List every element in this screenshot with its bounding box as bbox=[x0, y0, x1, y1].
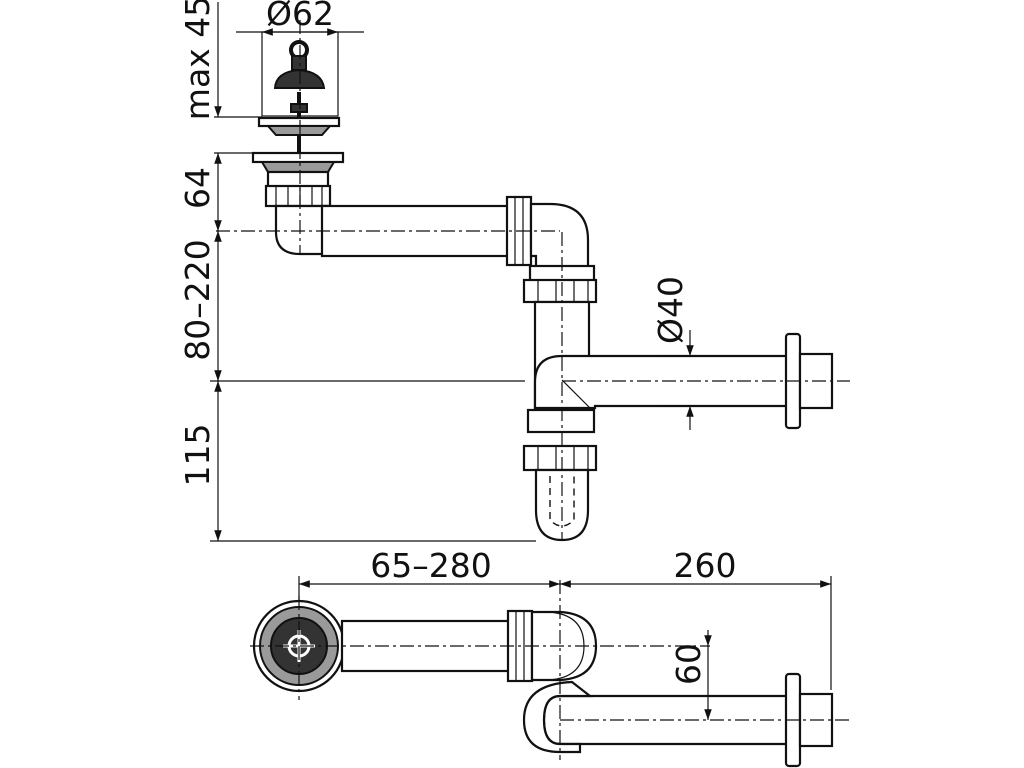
horizontal-pipe bbox=[320, 195, 590, 270]
side-view bbox=[210, 2, 850, 542]
dim-horizontal-reach: 65–280 bbox=[370, 546, 491, 585]
top-view bbox=[250, 576, 850, 768]
wall-pipe bbox=[533, 332, 834, 430]
dim-height-range: 80–220 bbox=[178, 239, 217, 360]
dim-wall-pipe-length: 260 bbox=[674, 546, 737, 585]
dim-outlet-height: 64 bbox=[178, 167, 217, 209]
strainer-plug bbox=[257, 31, 341, 160]
dim-strainer-diameter: Ø62 bbox=[266, 0, 334, 33]
dim-trap-height: 115 bbox=[178, 424, 217, 487]
sink-outlet bbox=[251, 151, 345, 256]
dim-offset: 60 bbox=[669, 643, 708, 685]
dim-pipe-diameter: Ø40 bbox=[651, 276, 690, 344]
dim-strainer-height: max 45 bbox=[178, 0, 217, 120]
